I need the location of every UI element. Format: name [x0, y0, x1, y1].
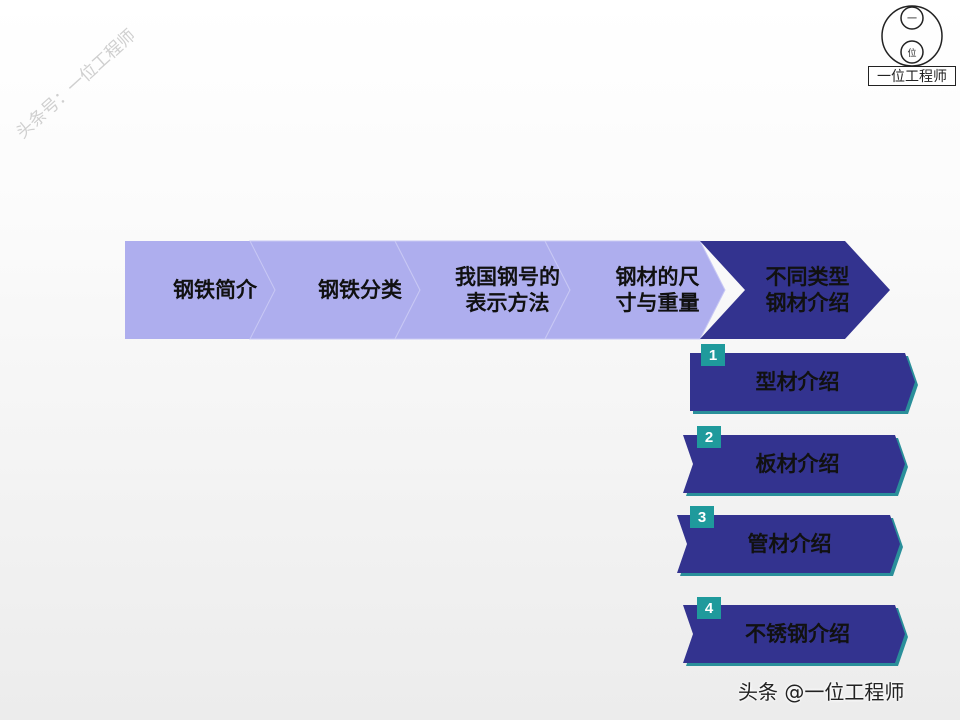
sub-item-badge: 2 — [697, 426, 721, 448]
sub-item-2[interactable]: 板材介绍 — [700, 435, 895, 493]
sub-item-label: 不锈钢介绍 — [745, 622, 850, 646]
sub-item-4[interactable]: 不锈钢介绍 — [700, 605, 895, 663]
step-label: 不同类型 钢材介绍 — [765, 265, 850, 315]
sub-item-label: 管材介绍 — [747, 532, 832, 556]
sub-item-badge: 4 — [697, 597, 721, 619]
sub-item-1[interactable]: 型材介绍 — [700, 353, 895, 411]
step-3[interactable]: 我国钢号的 表示方法 — [435, 241, 580, 339]
step-5[interactable]: 不同类型 钢材介绍 — [735, 241, 880, 339]
step-label: 钢铁简介 — [173, 278, 257, 302]
sub-item-badge: 1 — [701, 344, 725, 366]
footer-watermark: 头条 @一位工程师 — [738, 680, 905, 704]
step-4[interactable]: 钢材的尺 寸与重量 — [585, 241, 730, 339]
logo-bottom-char: 位 — [907, 47, 916, 59]
step-shape-1 — [125, 241, 275, 339]
sub-item-badge: 3 — [690, 506, 714, 528]
logo-top-char: 一 — [907, 14, 917, 25]
step-1[interactable]: 钢铁简介 — [150, 241, 280, 339]
step-label: 钢材的尺 寸与重量 — [615, 265, 700, 315]
step-label: 钢铁分类 — [318, 278, 402, 302]
sub-item-label: 板材介绍 — [755, 452, 840, 476]
sub-shapes — [677, 353, 918, 666]
step-shape-5 — [700, 241, 890, 339]
sub-item-3[interactable]: 管材介绍 — [692, 515, 887, 573]
step-label: 我国钢号的 表示方法 — [455, 265, 560, 315]
logo-text: 一位工程师 — [868, 66, 956, 86]
step-2[interactable]: 钢铁分类 — [290, 241, 430, 339]
sub-item-label: 型材介绍 — [755, 370, 840, 394]
